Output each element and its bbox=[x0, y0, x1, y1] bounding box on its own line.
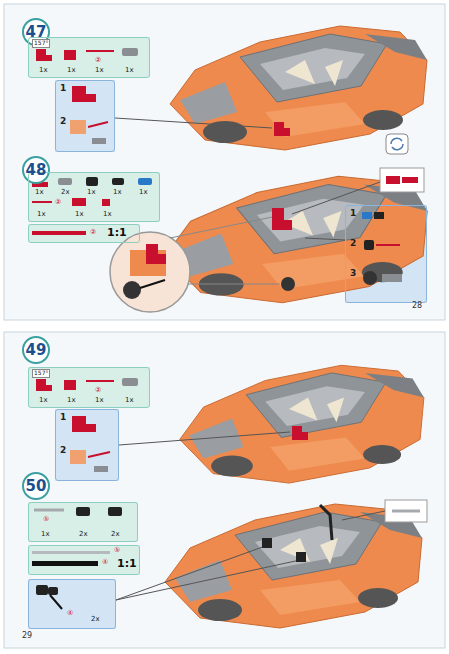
part-number: ④ bbox=[102, 559, 108, 567]
part-number: ② bbox=[90, 229, 96, 237]
part-number: ② bbox=[95, 57, 101, 65]
parts-list-box: 157° 1x 1x ② 1x 1x bbox=[28, 37, 150, 78]
scale-ratio: 1:1 bbox=[107, 227, 127, 239]
quantity-label: 1x bbox=[125, 67, 134, 75]
step-circle: 49 bbox=[22, 336, 50, 364]
step-number: 50 bbox=[26, 478, 47, 495]
quantity-label: 1x bbox=[95, 397, 104, 405]
substep-number: 3 bbox=[350, 269, 356, 279]
quantity-label: 1x bbox=[67, 397, 76, 405]
angle-label: 157° bbox=[32, 369, 50, 378]
quantity-label: 1x bbox=[87, 189, 96, 197]
quantity-label: 1x bbox=[37, 211, 46, 219]
part-number: ⑤ bbox=[43, 516, 49, 524]
quantity-label: 2x bbox=[61, 189, 70, 197]
substep-box: 12 bbox=[55, 409, 119, 481]
substep-number: 1 bbox=[60, 413, 66, 423]
quantity-label: 1x bbox=[125, 397, 134, 405]
quantity-label: 1x bbox=[67, 67, 76, 75]
quantity-label: 1x bbox=[113, 189, 122, 197]
substep-number: 2 bbox=[60, 446, 66, 456]
quantity-label: 1x bbox=[35, 189, 44, 197]
quantity-label: 2x bbox=[111, 531, 120, 539]
step-circle: 48 bbox=[22, 156, 50, 184]
scale-ratio: 1:1 bbox=[117, 558, 137, 570]
page-number: 28 bbox=[412, 302, 422, 311]
quantity-label: 1x bbox=[95, 67, 104, 75]
subassembly-box: ④ 2x bbox=[28, 579, 116, 629]
angle-label: 157° bbox=[32, 39, 50, 48]
scale-box: ② 1:1 bbox=[28, 224, 140, 243]
quantity-label: 1x bbox=[103, 211, 112, 219]
parts-list-box: 157° 1x 1x ② 1x 1x bbox=[28, 367, 150, 408]
quantity-label: 1x bbox=[75, 211, 84, 219]
quantity-label: 1x bbox=[139, 189, 148, 197]
substep-box: 12 bbox=[55, 80, 115, 152]
part-number: ② bbox=[95, 387, 101, 395]
substep-number: 1 bbox=[60, 84, 66, 94]
quantity-label: 1x bbox=[39, 67, 48, 75]
parts-list-box: ⑤ 1x 2x 2x bbox=[28, 502, 138, 542]
parts-list-box: 1x 2x 1x 1x 1x ② 1x 1x 1x bbox=[28, 172, 160, 222]
quantity-label: 1x bbox=[41, 531, 50, 539]
step-number: 47 bbox=[26, 24, 47, 41]
substep-number: 2 bbox=[350, 239, 356, 249]
substep-number: 1 bbox=[350, 209, 356, 219]
quantity-label: 2x bbox=[79, 531, 88, 539]
substep-number: 2 bbox=[60, 117, 66, 127]
quantity-label: 2x bbox=[91, 616, 100, 624]
part-number: ② bbox=[55, 199, 61, 207]
part-number: ④ bbox=[67, 610, 73, 618]
substep-box: 1 2 3 bbox=[345, 205, 427, 303]
step-number: 48 bbox=[26, 162, 47, 179]
step-number: 49 bbox=[26, 342, 47, 359]
quantity-label: 1x bbox=[39, 397, 48, 405]
scale-box: ⑤④ 1:1 bbox=[28, 545, 140, 575]
page-number: 29 bbox=[22, 632, 32, 641]
part-number: ⑤ bbox=[114, 547, 120, 555]
step-circle: 50 bbox=[22, 472, 50, 500]
